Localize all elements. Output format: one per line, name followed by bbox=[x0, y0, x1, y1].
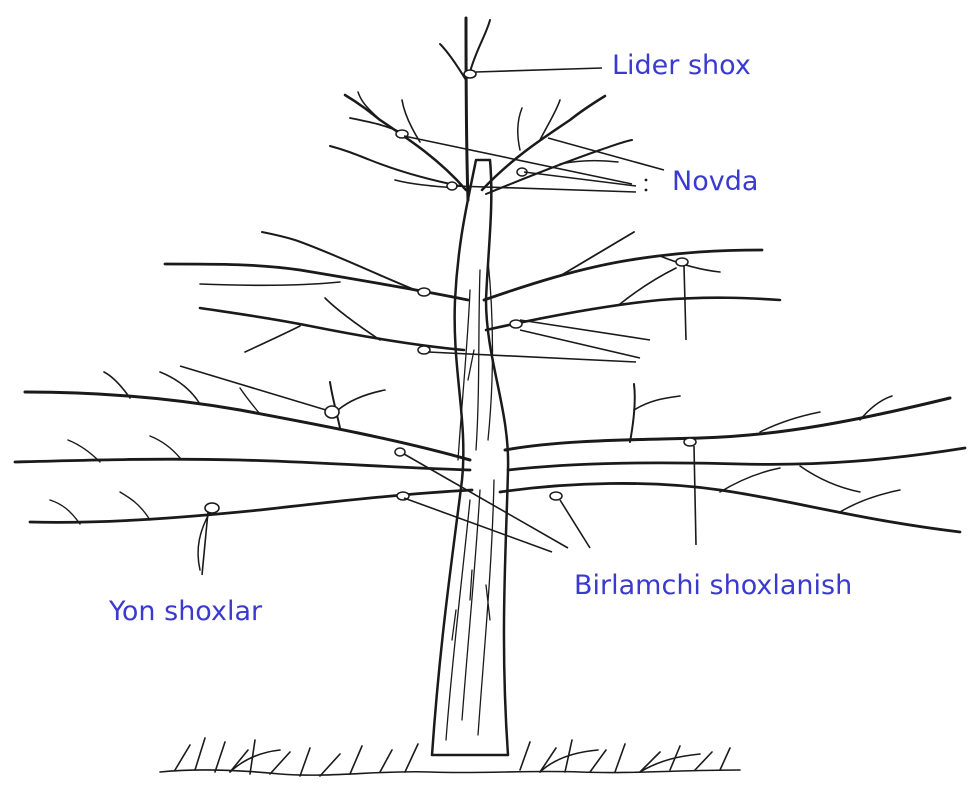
leader-line-lider-shox bbox=[476, 68, 602, 72]
label-lider-shox: Lider shox bbox=[612, 52, 751, 79]
novda-dots bbox=[645, 179, 648, 192]
label-yon-shoxlar: Yon shoxlar bbox=[109, 598, 262, 625]
label-novda: Novda bbox=[672, 168, 758, 195]
trunk bbox=[432, 160, 508, 755]
leader-line-birlamchi bbox=[560, 500, 590, 548]
label-birlamchi-shoxlanish: Birlamchi shoxlanish bbox=[574, 572, 852, 599]
leader-line-novda bbox=[548, 138, 664, 170]
